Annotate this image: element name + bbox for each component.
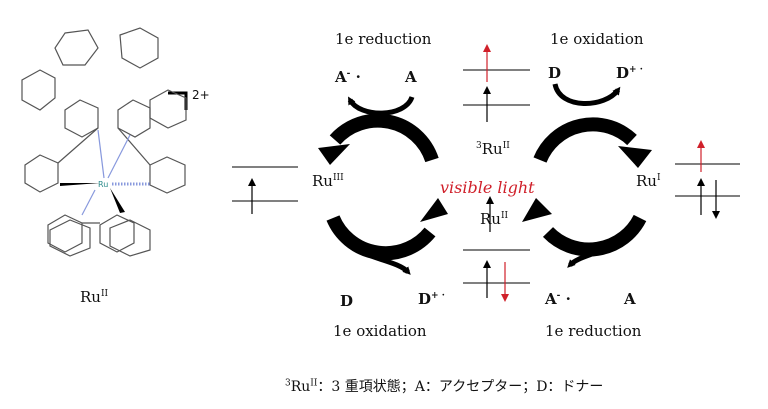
donor-bottom: D	[340, 292, 354, 310]
cycle-arrows	[326, 113, 647, 261]
ground-state: RuII	[480, 210, 508, 228]
sup: II	[310, 378, 318, 389]
energy-levels	[232, 69, 740, 284]
top-left-title: 1e reduction	[335, 30, 432, 48]
ru: Ru	[290, 379, 311, 395]
d: D	[418, 290, 432, 308]
sup: II	[500, 211, 509, 221]
complex-label-sup: II	[100, 289, 109, 299]
ru-atom: Ru	[98, 180, 109, 189]
caption: 3RuII：3 重項状態；A：アクセプター；D：ドナー	[285, 376, 603, 396]
sup: + ·	[431, 291, 445, 301]
a: A	[545, 290, 557, 308]
top-right-title: 1e oxidation	[550, 30, 644, 48]
electron-spins	[248, 44, 720, 302]
pre: 3	[476, 141, 482, 151]
acceptor-radical-bottom: A- ·	[545, 290, 571, 308]
ru: Ru	[481, 140, 503, 158]
molecule-rings	[24, 99, 186, 253]
sup: II	[502, 141, 510, 151]
donor-radical-bottom: D+ ·	[418, 290, 445, 308]
ru-bpy-molecule	[21, 27, 187, 257]
a: A	[335, 68, 347, 86]
charge-bracket	[168, 91, 188, 110]
sup: I	[656, 173, 661, 183]
sup: III	[332, 173, 344, 183]
donor-top: D	[548, 64, 562, 82]
ru3-state: RuIII	[312, 172, 344, 190]
bottom-left-title: 1e oxidation	[333, 322, 427, 340]
sup: -	[346, 69, 351, 79]
caption-text: ：3 重項状態；A：アクセプター；D：ドナー	[317, 379, 604, 395]
complex-label-text: Ru	[80, 288, 101, 306]
bottom-right-title: 1e reduction	[545, 322, 642, 340]
dot: ·	[565, 290, 571, 308]
ru: Ru	[480, 210, 501, 228]
sup: -	[556, 291, 561, 301]
visible-light-label: visible light	[440, 178, 535, 197]
complex-label: RuII	[80, 288, 108, 306]
molecule-coordination	[81, 129, 131, 216]
wedge-bond	[60, 183, 100, 186]
donor-radical-top: D+ ·	[616, 64, 643, 82]
sup: + ·	[629, 65, 643, 75]
arrow-heads	[318, 144, 652, 222]
wedge-bond	[110, 188, 125, 213]
ru: Ru	[312, 172, 333, 190]
ru1-state: RuI	[636, 172, 661, 190]
triplet-state: 3RuII	[476, 140, 510, 158]
pre: 3	[285, 378, 291, 389]
d: D	[616, 64, 630, 82]
charge-label: 2+	[192, 88, 210, 102]
reagent-arrows	[342, 83, 621, 275]
dot: ·	[355, 68, 361, 86]
acceptor-top: A	[405, 68, 417, 86]
acceptor-radical-top: A- ·	[335, 68, 361, 86]
acceptor-bottom: A	[624, 290, 636, 308]
molecule-bonds	[58, 120, 85, 145]
ru: Ru	[636, 172, 657, 190]
